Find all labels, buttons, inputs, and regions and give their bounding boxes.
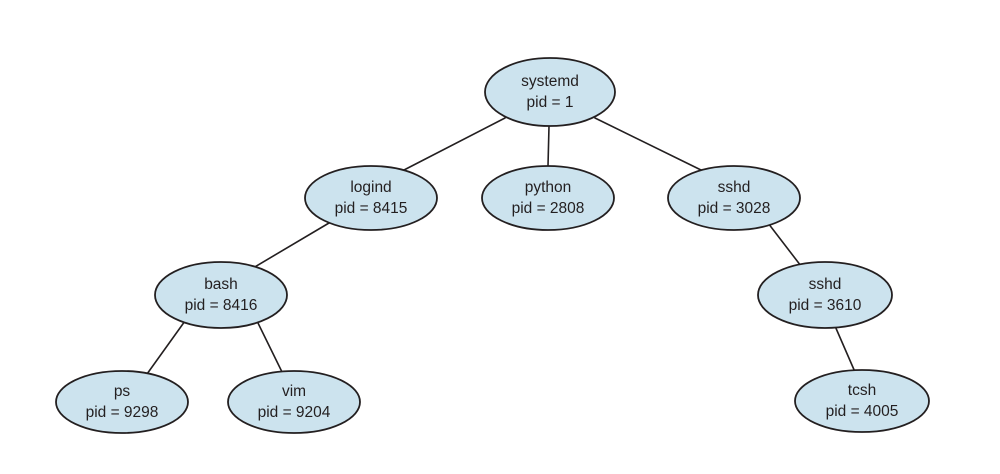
node-ellipse-systemd [484, 57, 616, 127]
node-ellipse-ps [55, 370, 189, 434]
node-process-name-logind: logind [350, 179, 391, 196]
tree-node-bash[interactable]: bash pid = 8416 [154, 261, 288, 329]
node-process-name-tcsh: tcsh [848, 382, 876, 399]
edges-layer [146, 117, 856, 375]
node-process-name-ps: ps [114, 383, 131, 400]
node-process-name-sshd-3610: sshd [809, 276, 842, 293]
tree-edge-bash-ps [146, 320, 186, 375]
node-process-name-sshd-3028: sshd [718, 179, 751, 196]
node-ellipse-tcsh [794, 369, 930, 433]
node-ellipse-vim [227, 370, 361, 434]
tree-edge-bash-vim [256, 320, 284, 375]
node-pid-label-sshd-3028: pid = 3028 [698, 200, 771, 217]
node-ellipse-logind [304, 165, 438, 231]
tree-node-systemd[interactable]: systemd pid = 1 [484, 57, 616, 127]
tree-node-tcsh[interactable]: tcsh pid = 4005 [794, 369, 930, 433]
node-process-name-systemd: systemd [521, 73, 579, 90]
node-pid-label-systemd: pid = 1 [527, 94, 574, 111]
tree-node-python[interactable]: python pid = 2808 [481, 165, 615, 231]
nodes-layer: systemd pid = 1 logind pid = 8415 python pid … [55, 57, 930, 434]
node-pid-label-vim: pid = 9204 [258, 404, 331, 421]
node-pid-label-python: pid = 2808 [512, 200, 585, 217]
tree-edge-systemd-logind [403, 117, 506, 171]
node-process-name-python: python [525, 179, 572, 196]
tree-edge-systemd-sshd3028 [594, 117, 702, 171]
tree-edge-sshd3028-sshd3610 [767, 222, 802, 267]
tree-node-vim[interactable]: vim pid = 9204 [227, 370, 361, 434]
node-ellipse-sshd-3028 [667, 165, 801, 231]
tree-edge-logind-bash [252, 222, 330, 269]
node-process-name-vim: vim [282, 383, 306, 400]
tree-node-ps[interactable]: ps pid = 9298 [55, 370, 189, 434]
tree-node-sshd-3028[interactable]: sshd pid = 3028 [667, 165, 801, 231]
node-pid-label-ps: pid = 9298 [86, 404, 159, 421]
node-process-name-bash: bash [204, 276, 238, 293]
tree-edge-systemd-python [547, 125, 550, 167]
node-ellipse-sshd-3610 [757, 261, 893, 329]
node-ellipse-bash [154, 261, 288, 329]
node-pid-label-sshd-3610: pid = 3610 [789, 297, 862, 314]
tree-node-logind[interactable]: logind pid = 8415 [304, 165, 438, 231]
node-pid-label-bash: pid = 8416 [185, 297, 258, 314]
node-ellipse-python [481, 165, 615, 231]
tree-node-sshd-3610[interactable]: sshd pid = 3610 [757, 261, 893, 329]
node-pid-label-tcsh: pid = 4005 [826, 403, 899, 420]
tree-edge-sshd3610-tcsh [834, 325, 856, 373]
node-pid-label-logind: pid = 8415 [335, 200, 408, 217]
